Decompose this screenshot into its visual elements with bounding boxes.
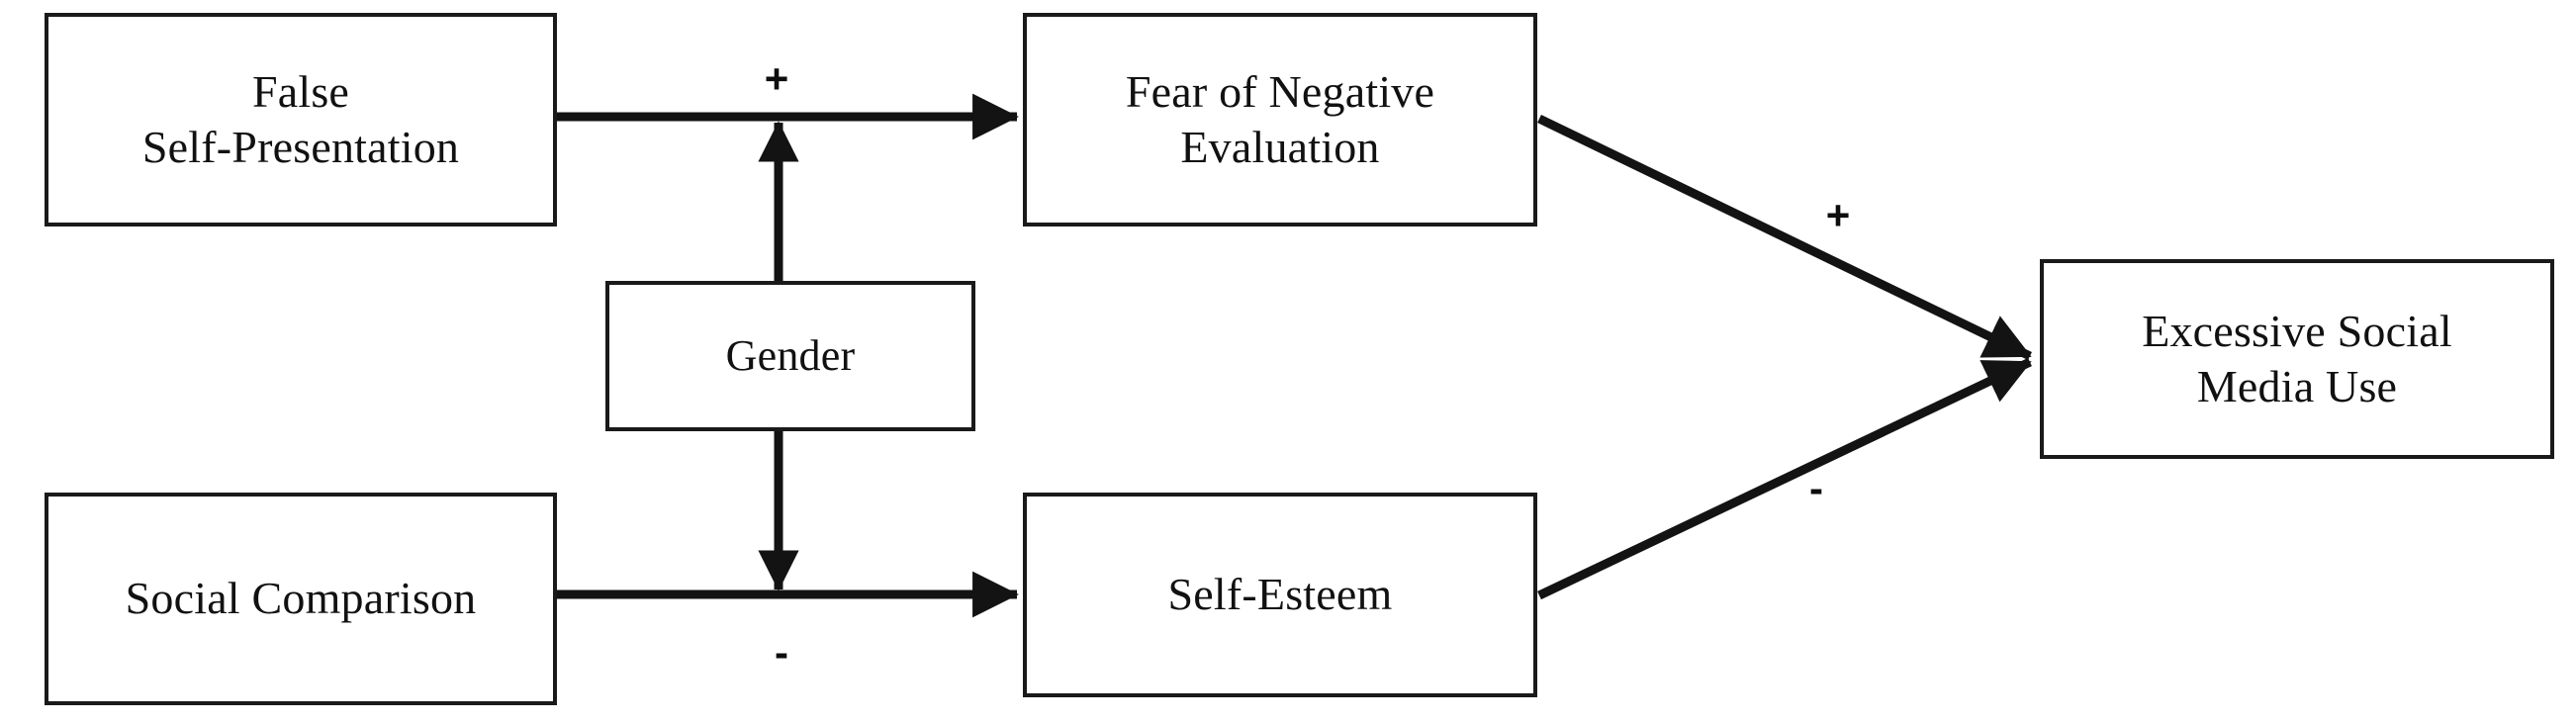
node-label-excessive-social-media-use: Excessive Social Media Use bbox=[2142, 305, 2452, 411]
sign-label-fne-to-esmu: + bbox=[1825, 192, 1851, 238]
node-label-self-esteem: Self-Esteem bbox=[1167, 569, 1393, 620]
edge-se-to-esmu bbox=[1537, 357, 2032, 600]
node-excessive-social-media-use[interactable]: Excessive Social Media Use bbox=[2040, 259, 2554, 459]
sign-label-sc-to-se: - bbox=[775, 629, 788, 676]
node-self-esteem[interactable]: Self-Esteem bbox=[1023, 493, 1537, 697]
node-gender[interactable]: Gender bbox=[605, 281, 975, 431]
edge-fne-to-esmu bbox=[1537, 114, 2032, 361]
node-social-comparison[interactable]: Social Comparison bbox=[45, 493, 557, 705]
node-label-social-comparison: Social Comparison bbox=[125, 573, 477, 624]
sign-label-se-to-esmu: - bbox=[1809, 465, 1823, 511]
node-label-false-self-presentation: False Self-Presentation bbox=[141, 65, 460, 172]
node-label-fear-of-negative-evaluation: Fear of Negative Evaluation bbox=[1125, 65, 1435, 172]
node-label-gender: Gender bbox=[725, 331, 856, 381]
node-false-self-presentation[interactable]: False Self-Presentation bbox=[45, 13, 557, 226]
node-fear-of-negative-evaluation[interactable]: Fear of Negative Evaluation bbox=[1023, 13, 1537, 226]
sign-label-fsp-to-fne: + bbox=[764, 55, 789, 102]
